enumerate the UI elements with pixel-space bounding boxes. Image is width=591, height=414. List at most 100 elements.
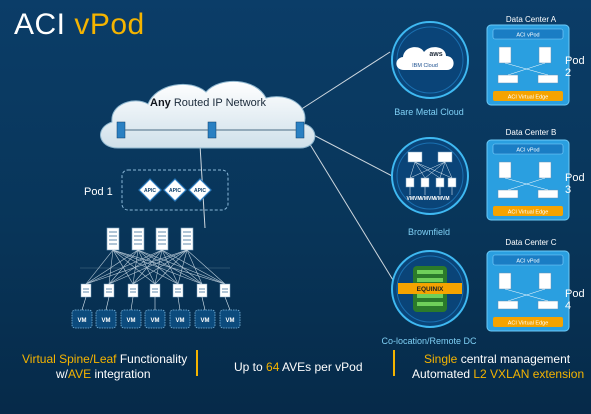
leaf-switch-icon <box>537 300 559 310</box>
vm-host-icon: VM <box>219 296 241 329</box>
router-icon <box>116 121 126 139</box>
footer-divider <box>393 350 395 376</box>
leaf-switch-icon <box>103 283 115 298</box>
vm-host-icon: VM <box>95 296 117 329</box>
footer-right-text: central management <box>457 352 571 366</box>
apic-icon: APIC <box>188 178 212 202</box>
vm-host-icon: VM <box>120 296 142 329</box>
title-prefix: ACI <box>14 8 66 41</box>
site-label-bare-metal: Bare Metal Cloud <box>394 107 464 117</box>
dc-title-a: Data Center A <box>505 15 557 24</box>
spine-switch-icon <box>131 227 145 251</box>
vm-label: VM <box>102 318 111 324</box>
pod4-label: Pod 4 <box>565 288 585 312</box>
footer-divider <box>196 350 198 376</box>
vpod-label: ACI vPod <box>516 259 539 265</box>
leaf-switch-icon <box>219 283 231 298</box>
footer-middle-accent: 64 <box>266 360 280 374</box>
leaf-switch-icon <box>537 189 559 199</box>
leaf-switch-icon <box>497 74 519 84</box>
fabric-links <box>80 249 230 285</box>
ibm-cloud-logo: IBM Cloud <box>412 63 438 69</box>
title-accent: vPod <box>74 8 145 41</box>
site-label-colocation: Co-location/Remote DC <box>381 336 477 346</box>
equinix-logo: EQUINIX <box>417 286 444 293</box>
vm-label: VMVM <box>421 196 436 202</box>
brownfield-site <box>391 137 469 215</box>
vm-label: VM <box>176 318 185 324</box>
server-icon <box>538 272 552 290</box>
footer-left-accent2: AVE <box>68 367 92 381</box>
aws-logo: aws <box>429 51 442 58</box>
leaf-switch-icon <box>80 283 92 298</box>
vpod-label: ACI vPod <box>516 148 539 154</box>
page-title: ACI vPod <box>14 8 145 42</box>
footer-left: Virtual Spine/Leaf Functionality w/AVE i… <box>22 352 187 382</box>
cloud-label-rest: Routed IP Network <box>170 97 266 109</box>
ave-label: ACI Virtual Edge <box>508 95 549 101</box>
vm-label: VM <box>226 318 235 324</box>
leaf-switch-icon <box>172 283 184 298</box>
pod1-label: Pod 1 <box>84 186 113 198</box>
vm-label: VM <box>201 318 210 324</box>
footer-left-text3: integration <box>91 367 151 381</box>
footer-left-text2: w/ <box>56 367 68 381</box>
footer-left-text: Functionality <box>116 352 188 366</box>
ave-label: ACI Virtual Edge <box>508 321 549 327</box>
apic-label: APIC <box>169 188 181 194</box>
server-icon <box>498 272 512 290</box>
vm-host-icon: VM <box>169 296 191 329</box>
vm-label: VM <box>151 318 160 324</box>
leaf-switch-icon <box>127 283 139 298</box>
pod3-label: Pod 3 <box>565 172 585 196</box>
wan-links <box>199 51 397 286</box>
spine-switch-icon <box>180 227 194 251</box>
router-icon <box>207 121 217 139</box>
leaf-switch-icon <box>497 300 519 310</box>
footer-middle-text2: AVEs per vPod <box>279 360 363 374</box>
dc-title-c: Data Center C <box>505 238 557 247</box>
footer-middle-text: Up to <box>234 360 267 374</box>
footer-right-text2: Automated <box>412 367 474 381</box>
leaf-switch-icon <box>196 283 208 298</box>
leaf-switch-icon <box>149 283 161 298</box>
footer-right-accent: Single <box>424 352 458 366</box>
dc-title-b: Data Center B <box>505 128 557 137</box>
vpod-label: ACI vPod <box>516 33 539 39</box>
apic-icon: APIC <box>138 178 162 202</box>
leaf-switch-icon <box>537 74 559 84</box>
cloud-label: Any Routed IP Network <box>150 97 266 109</box>
footer-middle: Up to 64 AVEs per vPod <box>234 360 363 374</box>
vm-label: VM <box>127 318 136 324</box>
server-icon <box>538 161 552 179</box>
server-icon <box>498 161 512 179</box>
vm-label: VMVM <box>435 196 450 202</box>
apic-icon: APIC <box>163 178 187 202</box>
spine-switch-icon <box>106 227 120 251</box>
vm-label: VM <box>78 318 87 324</box>
site-label-brownfield: Brownfield <box>407 227 451 237</box>
leaf-switch-icon <box>497 189 519 199</box>
server-icon <box>498 46 512 64</box>
footer-left-accent: Virtual Spine/Leaf <box>22 352 117 366</box>
apic-cluster-box <box>121 169 229 211</box>
vm-host-icon: VM <box>144 297 166 329</box>
footer-right-accent2: L2 VXLAN extension <box>473 367 585 381</box>
apic-label: APIC <box>144 188 156 194</box>
server-icon <box>538 46 552 64</box>
routed-ip-network-cloud <box>100 80 316 149</box>
vm-label: VMVM <box>407 196 422 202</box>
spine-switch-icon <box>155 227 169 251</box>
vm-host-icon: VM <box>71 296 93 329</box>
ave-label: ACI Virtual Edge <box>508 210 549 216</box>
cloud-label-bold: Any <box>150 97 171 109</box>
footer-right: Single central management Automated L2 V… <box>412 352 585 382</box>
apic-label: APIC <box>194 188 206 194</box>
